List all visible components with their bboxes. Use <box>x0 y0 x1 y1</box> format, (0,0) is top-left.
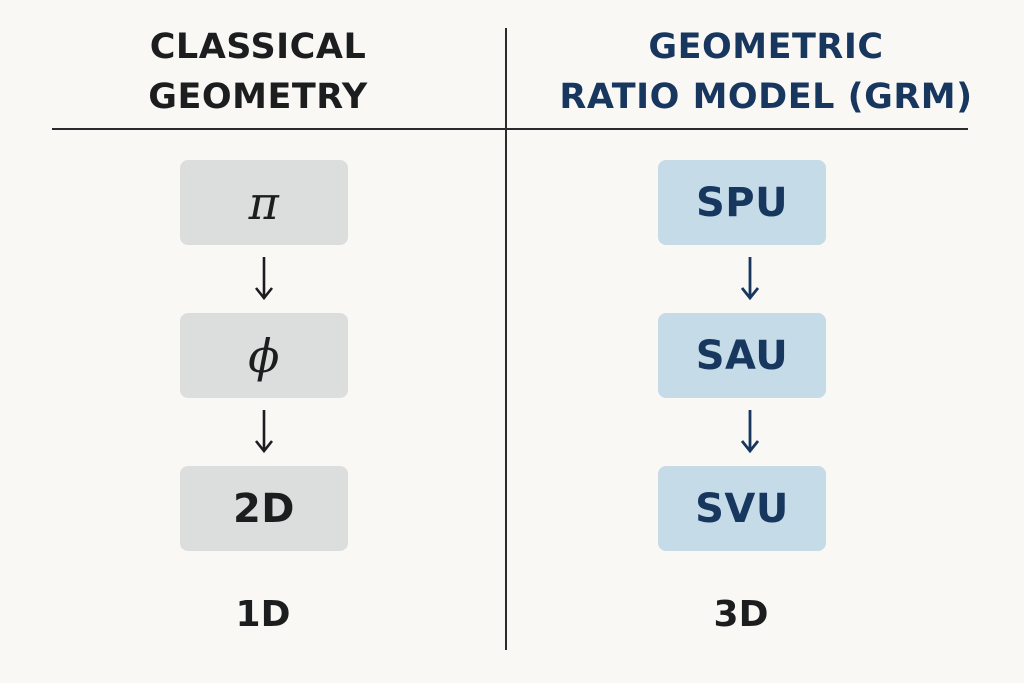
classical-heading-line2: GEOMETRY <box>148 77 368 117</box>
grm-box-svu: SVU <box>658 466 826 551</box>
classical-geometry-heading: CLASSICAL GEOMETRY <box>0 22 516 122</box>
arrow-down-icon <box>740 410 760 454</box>
classical-heading-line1: CLASSICAL <box>149 27 367 67</box>
spu-label: SPU <box>695 179 789 226</box>
grm-heading-line2: RATIO MODEL (GRM) <box>559 77 973 117</box>
grm-box-spu: SPU <box>658 160 826 245</box>
grm-heading-line1: GEOMETRIC <box>648 27 884 67</box>
phi-label: ϕ <box>248 328 280 383</box>
classical-box-phi: ϕ <box>180 313 348 398</box>
2d-label: 2D <box>232 485 296 532</box>
grm-footer-label: 3D <box>713 594 769 635</box>
horizontal-divider <box>52 128 968 130</box>
svu-label: SVU <box>695 485 789 532</box>
grm-heading: GEOMETRIC RATIO MODEL (GRM) <box>508 22 1024 122</box>
pi-label: π <box>248 175 280 230</box>
classical-footer-label: 1D <box>235 594 291 635</box>
vertical-divider <box>505 28 507 650</box>
grm-box-sau: SAU <box>658 313 826 398</box>
classical-box-pi: π <box>180 160 348 245</box>
arrow-down-icon <box>254 257 274 301</box>
arrow-down-icon <box>254 410 274 454</box>
sau-label: SAU <box>695 332 789 379</box>
arrow-down-icon <box>740 257 760 301</box>
classical-box-2d: 2D <box>180 466 348 551</box>
